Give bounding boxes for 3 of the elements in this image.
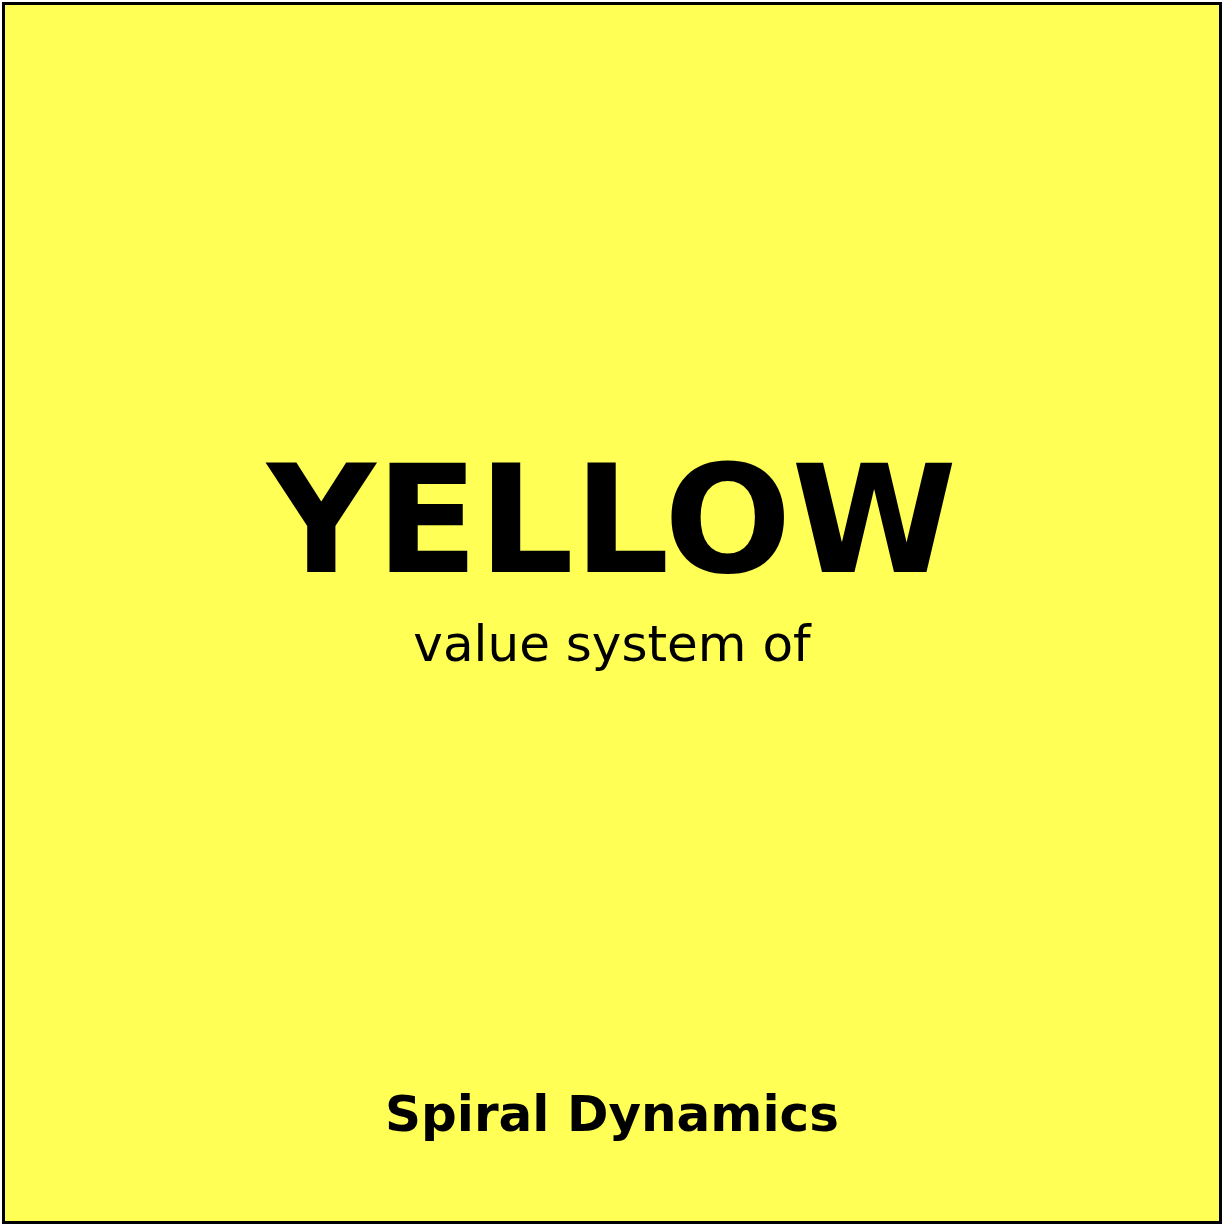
footer-text: Spiral Dynamics bbox=[385, 1087, 839, 1142]
heading-text: YELLOW bbox=[267, 445, 957, 595]
subheading-text: value system of bbox=[413, 617, 811, 672]
